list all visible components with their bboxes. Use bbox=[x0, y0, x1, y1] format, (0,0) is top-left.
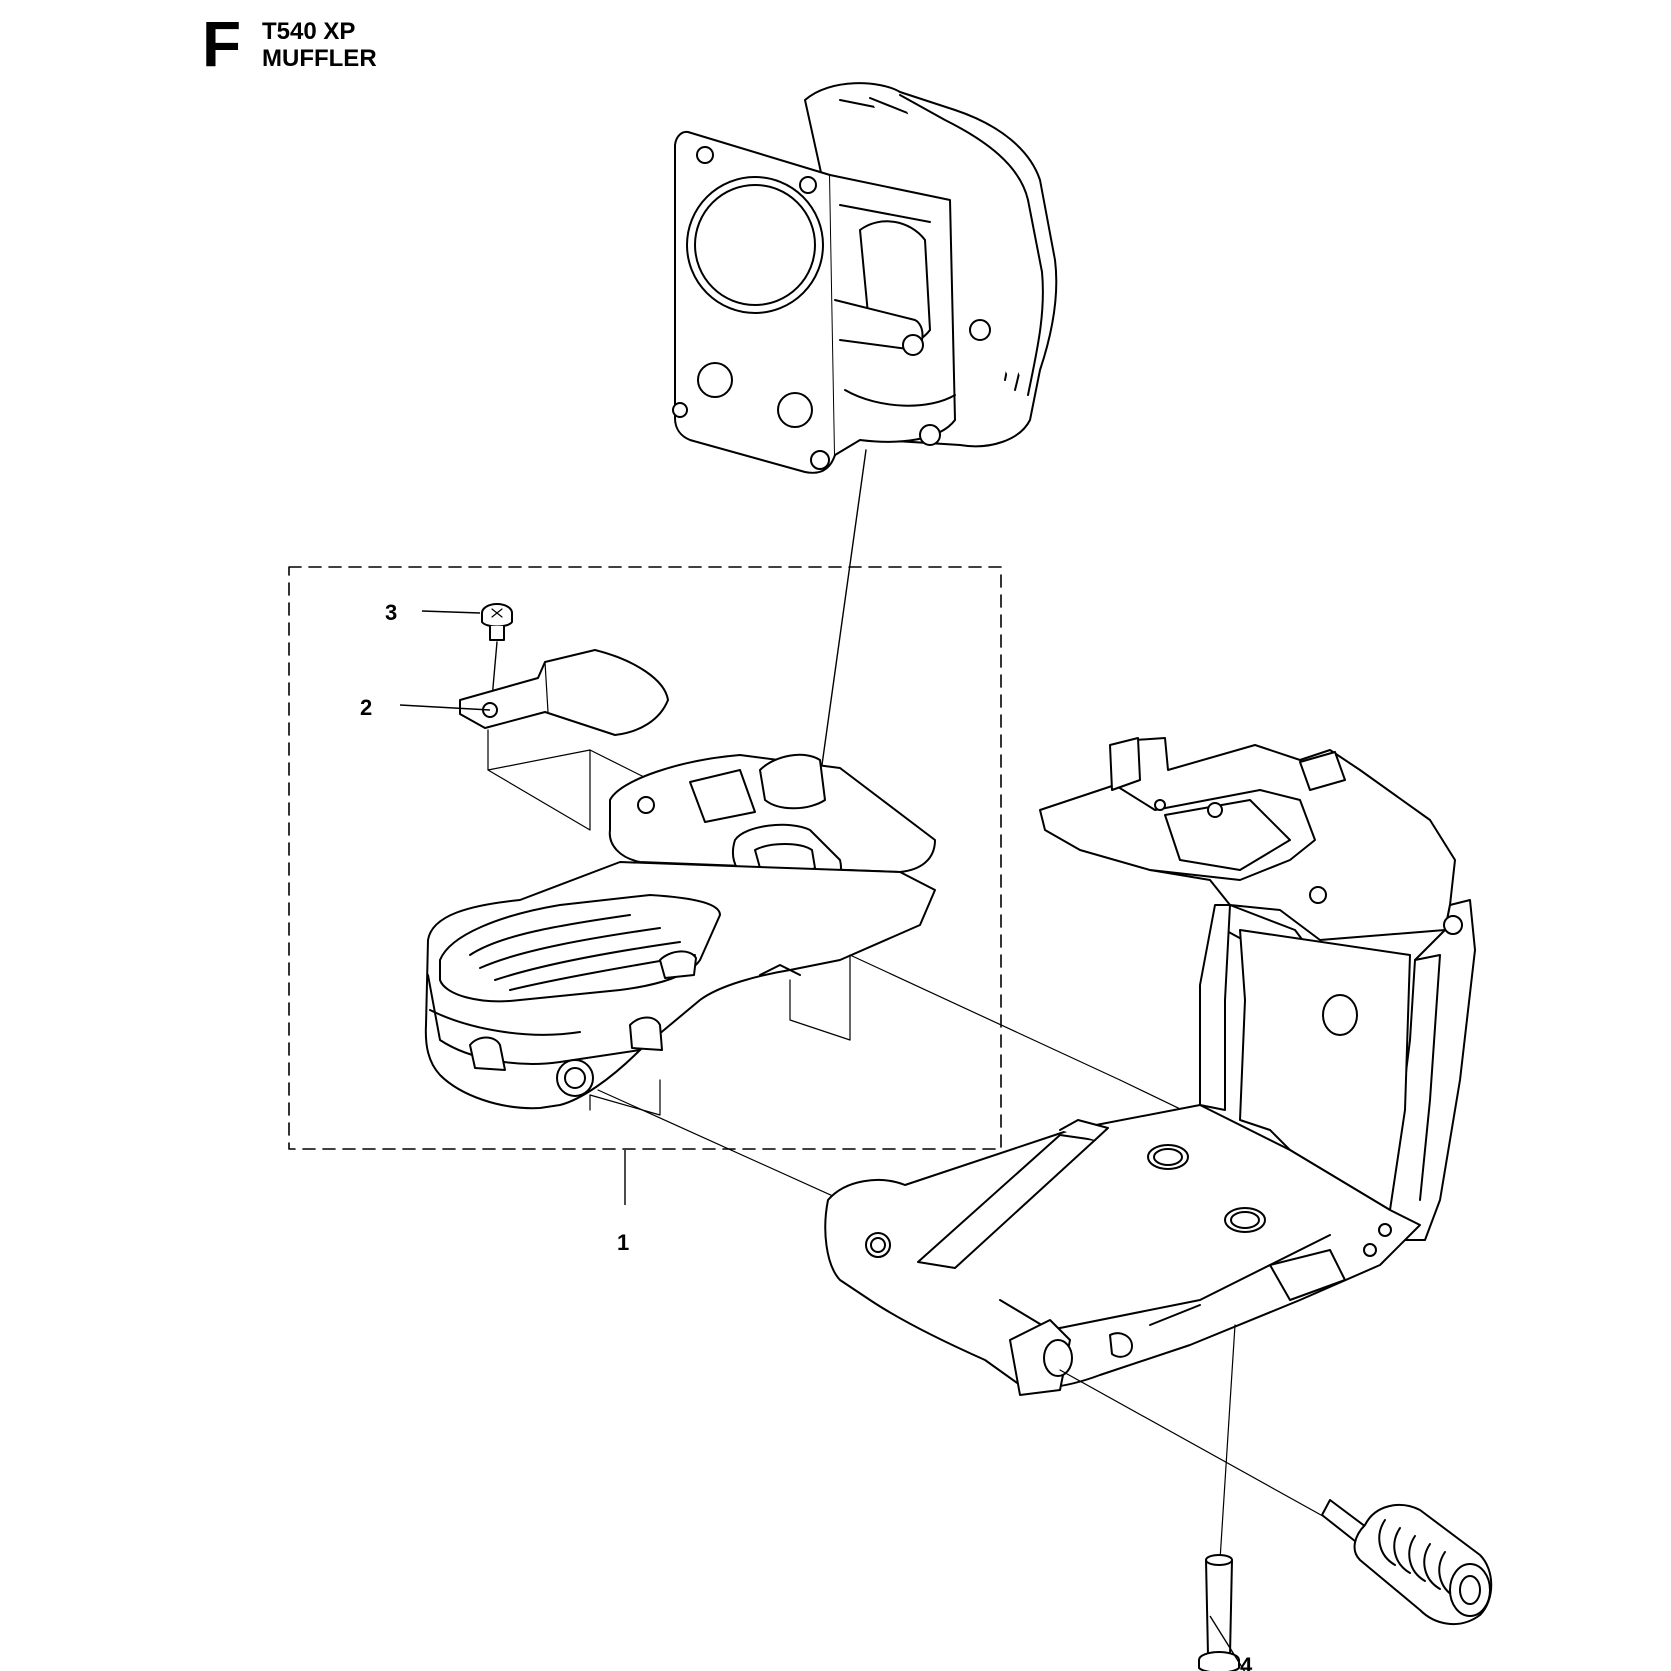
muffler-assembly-outline bbox=[288, 566, 1002, 1150]
section-letter: F bbox=[202, 8, 242, 80]
callout-3: 3 bbox=[385, 600, 481, 625]
crankcase-icon bbox=[824, 737, 1476, 1396]
callout-3-label: 3 bbox=[385, 600, 397, 625]
callout-2: 2 bbox=[360, 695, 491, 720]
screw-icon bbox=[1198, 1554, 1240, 1671]
callout-1-label: 1 bbox=[617, 1230, 629, 1255]
callout-1: 1 bbox=[617, 1150, 629, 1255]
cylinder-icon bbox=[672, 82, 1058, 474]
screw-icon bbox=[481, 603, 513, 641]
muffler-assembly-icon bbox=[424, 753, 936, 1110]
callout-4: 4 bbox=[1209, 1615, 1253, 1671]
callout-4-label: 4 bbox=[1240, 1653, 1253, 1671]
callout-2-label: 2 bbox=[360, 695, 372, 720]
page-title: T540 XP MUFFLER bbox=[262, 18, 377, 72]
spring-icon bbox=[1321, 1499, 1493, 1626]
assembly-name: MUFFLER bbox=[262, 45, 377, 72]
model-name: T540 XP bbox=[262, 18, 356, 45]
heat-shield-plate-icon bbox=[459, 649, 669, 736]
cylinder-leader-line bbox=[814, 449, 867, 816]
